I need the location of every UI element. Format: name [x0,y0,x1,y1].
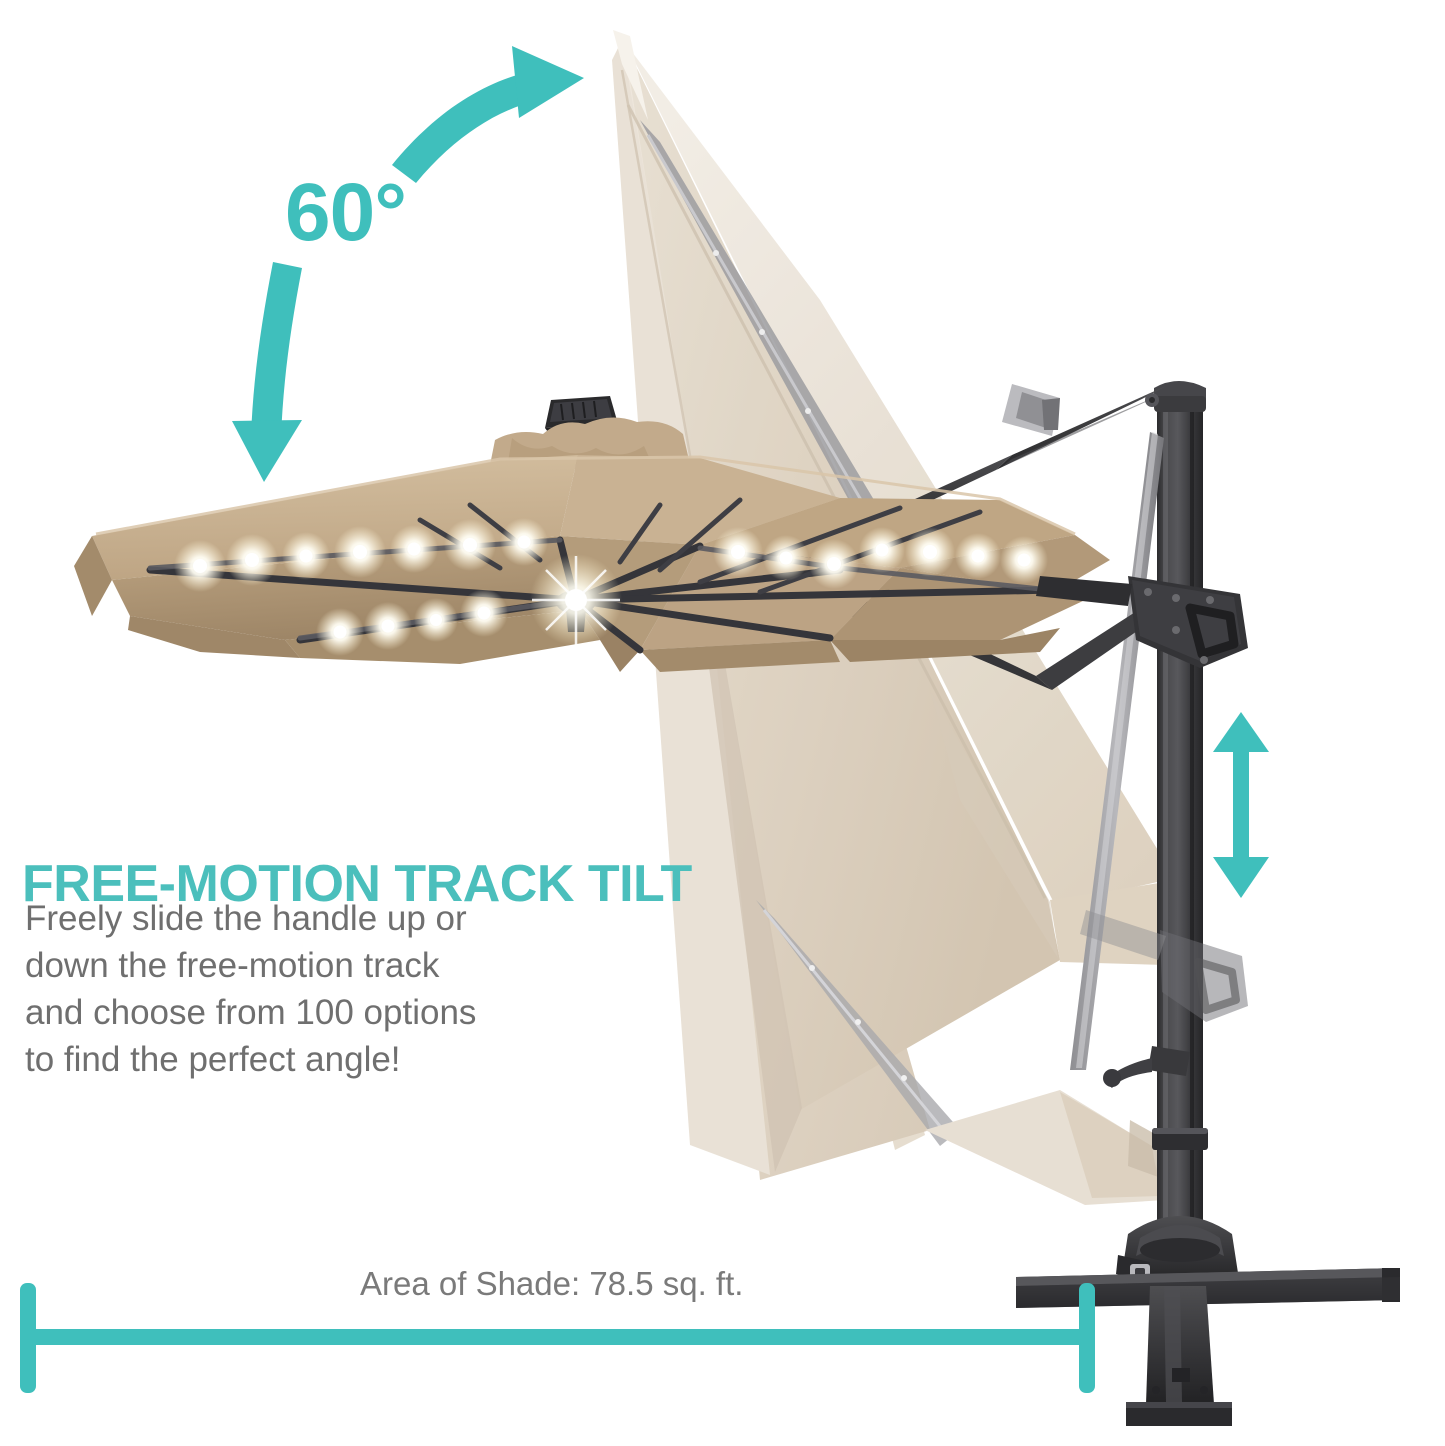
led-light-strip [174,518,1048,656]
feature-description-line-4: to find the perfect angle! [25,1040,401,1079]
crank-handle [1103,1046,1190,1088]
tilt-angle-label: 60° [285,167,407,258]
area-of-shade-label: Area of Shade: 78.5 sq. ft. [360,1265,744,1302]
feature-description-line-2: down the free-motion track [25,946,440,985]
cross-base-stand [1016,1216,1400,1426]
feature-description-line-1: Freely slide the handle up or [25,899,467,938]
umbrella-canopy [74,396,1110,672]
tilt-handle-lower-position [1080,910,1248,1022]
support-pole [1152,381,1208,1265]
feature-description-line-3: and choose from 100 options [25,993,477,1032]
tilt-handle [1036,576,1248,668]
feature-heading: FREE-MOTION TRACK TILT [22,854,692,913]
feature-description: Freely slide the handle up or down the f… [25,895,645,1083]
